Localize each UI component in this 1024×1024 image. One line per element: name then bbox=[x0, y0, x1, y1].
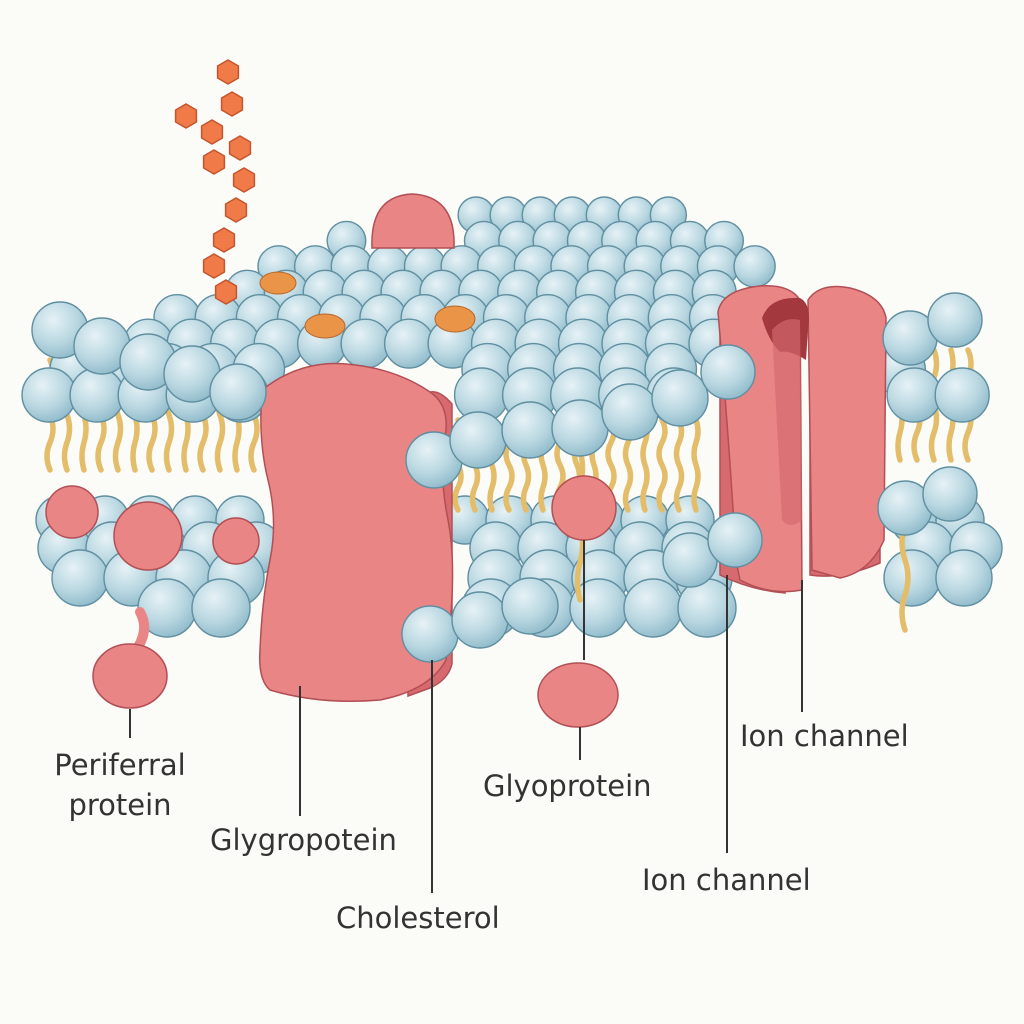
lipid-head bbox=[551, 399, 609, 457]
lipid-tail bbox=[673, 417, 685, 513]
lipid-tail bbox=[691, 417, 701, 513]
leader-lines bbox=[129, 575, 803, 893]
cholesterol-molecule bbox=[259, 271, 297, 295]
inner-peripheral-proteins bbox=[45, 485, 260, 571]
lipid-head bbox=[886, 367, 942, 423]
glycan-unit bbox=[174, 103, 198, 129]
lipid-head bbox=[927, 292, 983, 348]
lipid-head bbox=[401, 605, 459, 663]
lipid-head bbox=[501, 401, 559, 459]
glycoprotein-stalked bbox=[537, 475, 619, 760]
lipid-head bbox=[601, 383, 659, 441]
glycan-unit bbox=[232, 167, 256, 193]
cholesterol-molecules bbox=[259, 271, 476, 339]
lipid-head bbox=[69, 367, 125, 423]
label-peripheral-protein-line1: Periferral bbox=[54, 748, 186, 782]
peripheral-protein-sphere bbox=[113, 501, 183, 571]
lipid-tail bbox=[640, 417, 650, 513]
lipid-head bbox=[383, 318, 435, 369]
front-edge-heads bbox=[31, 292, 983, 663]
label-cholesterol: Cholesterol bbox=[336, 901, 500, 935]
lipid-head bbox=[623, 578, 683, 638]
lipid-head bbox=[883, 549, 941, 607]
glycan-unit bbox=[200, 119, 224, 145]
lipid-head bbox=[191, 578, 251, 638]
label-ion-channel-lower: Ion channel bbox=[642, 863, 811, 897]
label-glygropotein: Glygropotein bbox=[210, 823, 397, 857]
glycan-unit bbox=[212, 227, 236, 253]
lipid-head bbox=[21, 367, 77, 423]
glycoprotein-head bbox=[551, 475, 617, 541]
peripheral-protein-sphere bbox=[212, 517, 260, 565]
glycan-unit bbox=[202, 149, 226, 175]
lipid-head bbox=[700, 344, 756, 400]
lipid-head bbox=[733, 245, 776, 288]
glycoprotein-lower-bead bbox=[537, 662, 619, 728]
glycan-unit bbox=[228, 135, 252, 161]
glycan-unit bbox=[216, 59, 240, 85]
lipid-head bbox=[501, 577, 559, 635]
glycan-chain bbox=[174, 59, 256, 305]
surface-glycoprotein-dome bbox=[371, 193, 455, 249]
lipid-head bbox=[651, 369, 709, 427]
ion-channel-protein bbox=[717, 285, 887, 594]
lipid-head bbox=[922, 466, 978, 522]
lipid-head bbox=[449, 411, 507, 469]
label-glyoprotein: Glyoprotein bbox=[483, 769, 652, 803]
peripheral-protein-stalked bbox=[92, 607, 168, 709]
glycan-unit bbox=[214, 279, 238, 305]
lipid-head bbox=[707, 512, 763, 568]
label-ion-channel-upper: Ion channel bbox=[740, 719, 909, 753]
label-peripheral-protein-line2: protein bbox=[68, 788, 172, 822]
glycan-unit bbox=[202, 253, 226, 279]
lipid-head bbox=[340, 318, 391, 369]
peripheral-protein-head bbox=[92, 643, 168, 709]
cholesterol-molecule bbox=[434, 305, 476, 333]
lipid-head bbox=[51, 549, 109, 607]
lipid-head bbox=[935, 549, 993, 607]
lipid-head bbox=[934, 367, 990, 423]
glycan-unit bbox=[224, 197, 248, 223]
label-peripheral-protein: Periferral protein bbox=[40, 745, 200, 825]
lipid-head bbox=[209, 363, 267, 421]
lipid-head bbox=[451, 591, 509, 649]
cholesterol-molecule bbox=[304, 313, 346, 339]
peripheral-protein-sphere bbox=[45, 485, 99, 539]
lipid-tail bbox=[656, 417, 668, 513]
glycan-unit bbox=[220, 91, 244, 117]
